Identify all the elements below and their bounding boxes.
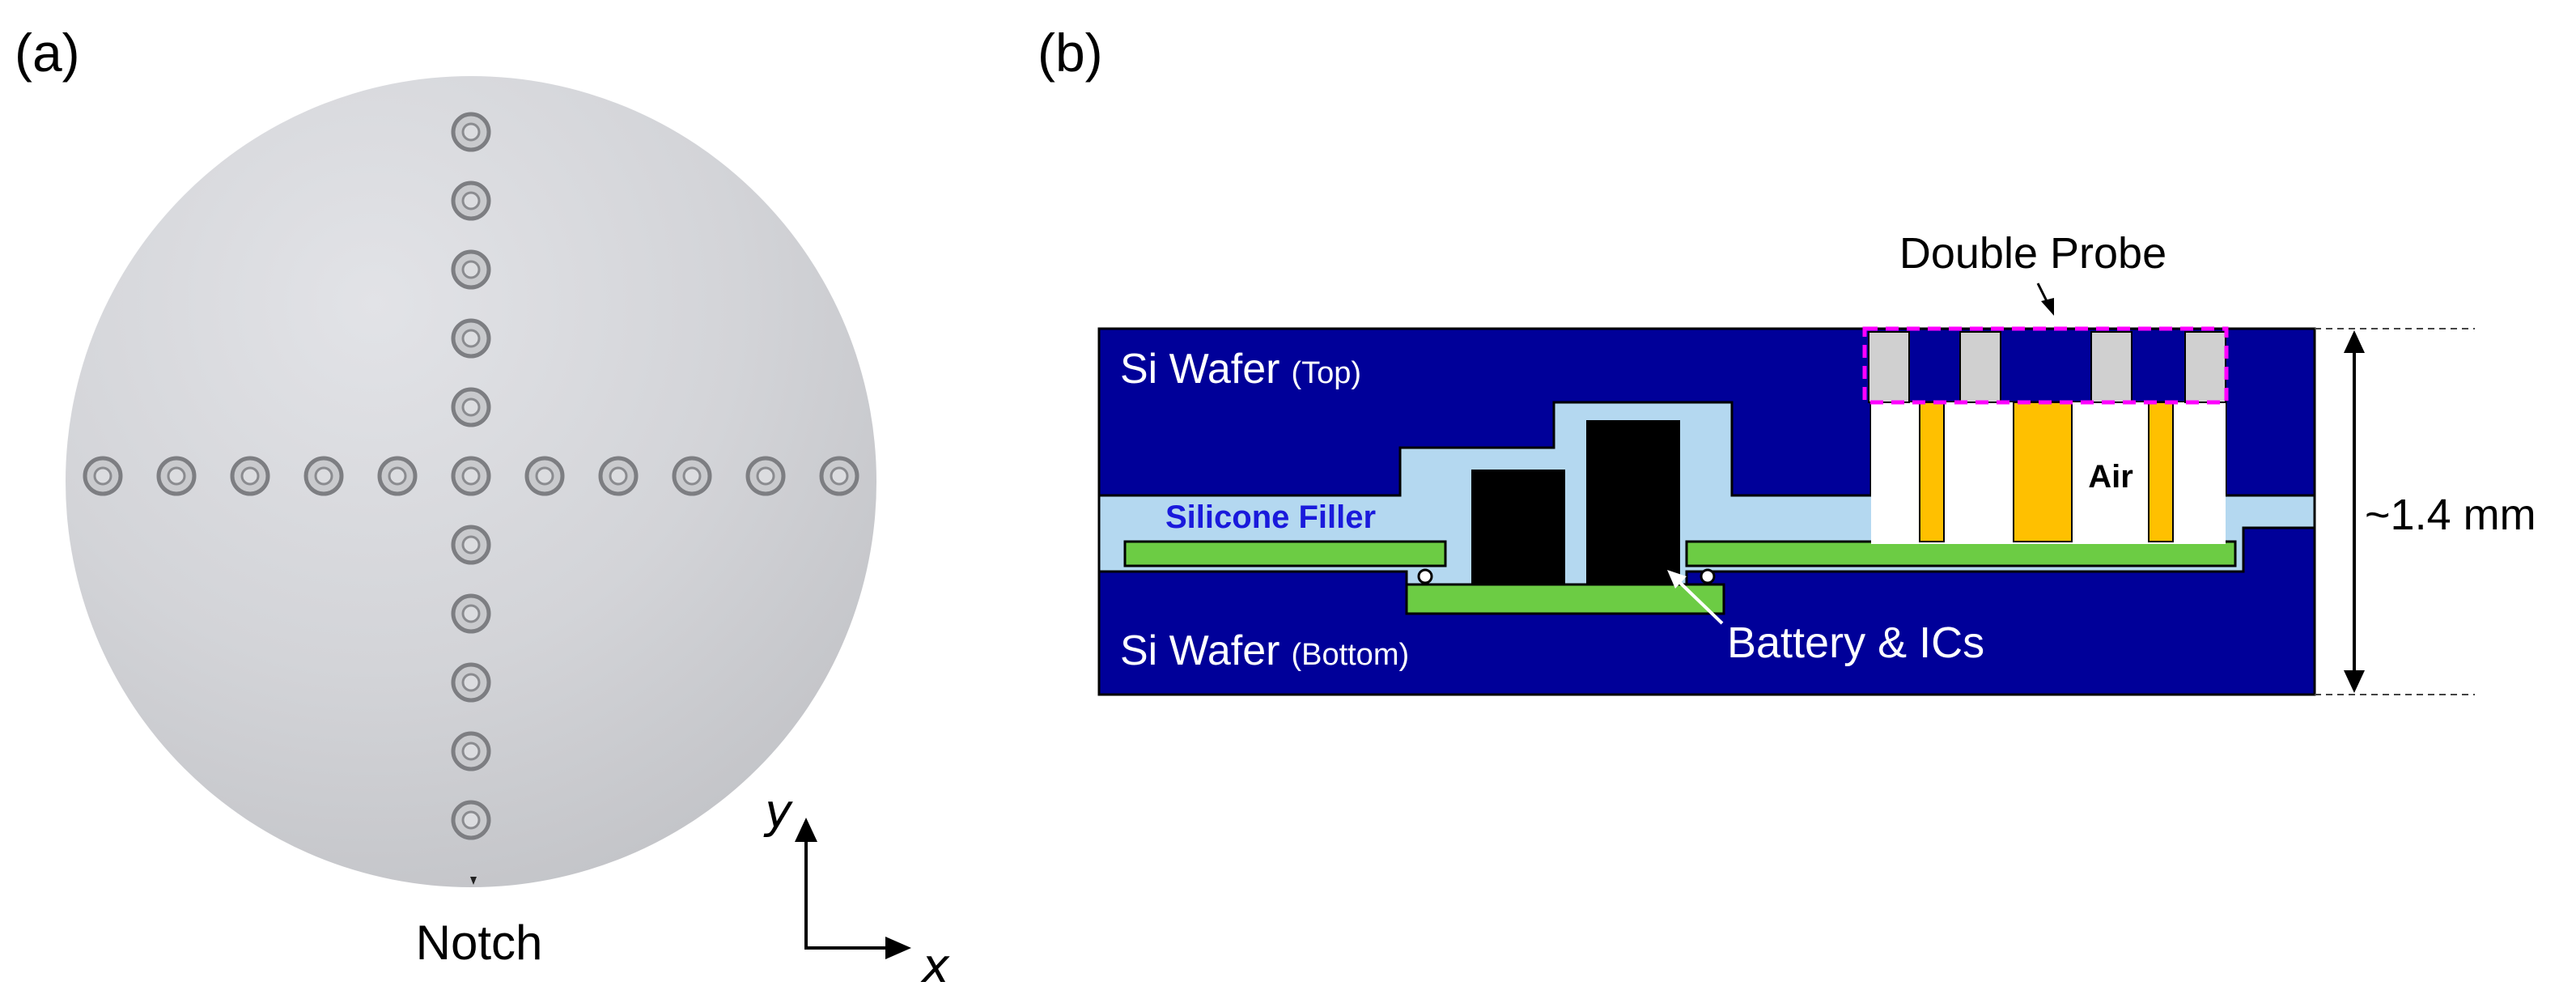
thickness-dimension: ~1.4 mm — [2315, 328, 2536, 695]
marker-ring-inner — [461, 535, 481, 555]
si-wafer-top-paren: (Top) — [1291, 356, 1361, 390]
battery-ics-label: Battery & ICs — [1727, 618, 1984, 667]
marker-ring-inner — [756, 466, 775, 486]
marker-ring-inner — [167, 466, 186, 486]
thickness-label: ~1.4 mm — [2365, 491, 2536, 539]
battery — [1586, 420, 1680, 584]
panel-b-label: (b) — [1038, 23, 1103, 83]
probe-pin — [2090, 331, 2133, 403]
x-axis-label: x — [920, 938, 950, 993]
notch-label: Notch — [416, 916, 543, 970]
pcb-left — [1123, 540, 1447, 567]
battery-ics-arrowhead — [1667, 570, 1687, 589]
marker-ring-inner — [461, 329, 481, 348]
pcb-center — [1405, 583, 1725, 615]
marker-ring-inner — [461, 122, 481, 142]
marker-ring-inner — [388, 466, 407, 486]
si-wafer-bottom-text: Si Wafer — [1120, 627, 1280, 674]
panel-a-label: (a) — [15, 23, 80, 83]
solder-ball-right — [1700, 568, 1716, 584]
notch-marker — [470, 877, 477, 885]
marker-ring-inner — [461, 810, 481, 830]
marker-ring-inner — [461, 466, 481, 486]
marker-ring-inner — [535, 466, 554, 486]
marker-ring-inner — [461, 742, 481, 761]
double-probe-outline — [1862, 326, 2229, 405]
probe-pin — [1868, 331, 1910, 403]
marker-ring-inner — [609, 466, 628, 486]
marker-ring-inner — [461, 673, 481, 692]
marker-ring-inner — [461, 260, 481, 279]
marker-ring-inner — [461, 397, 481, 417]
marker-ring-inner — [682, 466, 702, 486]
air-label: Air — [2088, 459, 2133, 495]
marker-ring-inner — [461, 191, 481, 210]
dimension-arrow-bottom — [2344, 670, 2365, 693]
pcb-right — [1685, 540, 2237, 567]
solder-ball-left — [1417, 568, 1433, 584]
marker-ring-inner — [93, 466, 112, 486]
probe-pin — [1959, 331, 2001, 403]
xy-axes: y x — [763, 784, 950, 993]
panel-a: (a) Notch y x — [15, 23, 950, 993]
gold-contact-3 — [2148, 402, 2174, 542]
dimension-arrow-top — [2344, 330, 2365, 353]
battery-ics-leader — [1677, 580, 1724, 625]
marker-ring-inner — [461, 604, 481, 623]
si-wafer-bottom-paren: (Bottom) — [1291, 638, 1409, 672]
y-axis-arrowhead — [795, 818, 817, 842]
panel-b: (b) Si Wafer (Top) Si Wafer (Bottom) — [1038, 23, 2536, 696]
double-probe — [1862, 326, 2229, 405]
marker-ring-inner — [240, 466, 260, 486]
y-axis-label: y — [763, 784, 793, 839]
x-axis-arrowhead — [885, 937, 911, 959]
silicone-filler-label: Silicone Filler — [1165, 499, 1376, 535]
double-probe-leader — [2036, 283, 2049, 304]
double-probe-arrowhead — [2041, 298, 2054, 316]
si-wafer-bottom-label: Si Wafer (Bottom) — [1120, 627, 1409, 674]
gold-contact-2 — [2013, 402, 2073, 542]
probe-pin — [2184, 331, 2226, 403]
wafer-marker-grid — [83, 112, 859, 840]
ic-chip — [1471, 470, 1565, 584]
si-wafer-top-label: Si Wafer (Top) — [1120, 346, 1361, 393]
double-probe-label: Double Probe — [1899, 229, 2166, 278]
si-wafer-top-text: Si Wafer — [1120, 346, 1280, 393]
marker-ring-inner — [314, 466, 333, 486]
gold-contact-1 — [1919, 402, 1945, 542]
marker-ring-inner — [830, 466, 849, 486]
